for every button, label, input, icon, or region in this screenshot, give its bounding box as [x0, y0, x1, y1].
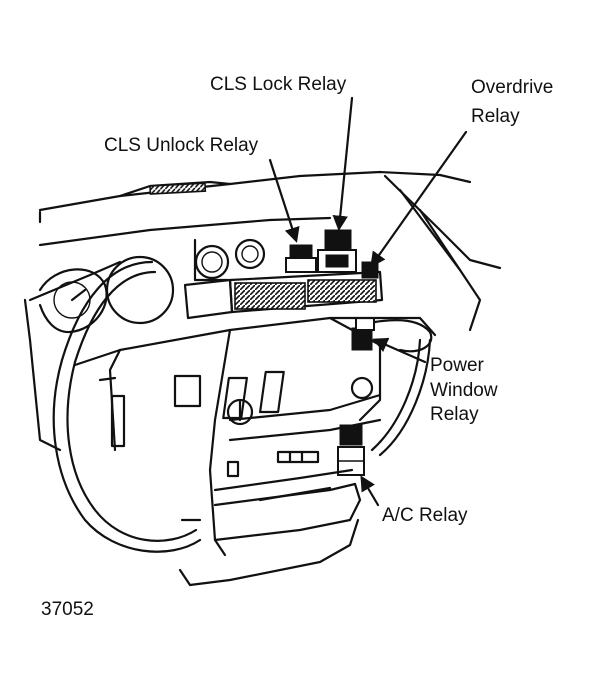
cls-lock-relay-shape: [317, 229, 357, 273]
console-side-trim: [370, 319, 433, 457]
leader-lines: [268, 96, 468, 507]
cls-unlock-relay-shape: [285, 244, 317, 273]
center-console: [73, 316, 437, 587]
power-window-relay-shape: [351, 317, 375, 351]
figure-number: 37052: [41, 599, 94, 620]
ac-relay-label: A/C Relay: [382, 505, 468, 526]
overdrive-relay-shape: [361, 261, 379, 279]
cls-lock-relay-label: CLS Lock Relay: [210, 74, 347, 95]
cls-unlock-relay-label: CLS Unlock Relay: [104, 135, 259, 156]
power-window-relay-label-line3: Relay: [430, 404, 479, 425]
overdrive-relay-label-line1: Overdrive: [471, 77, 554, 98]
relay-panel: [183, 270, 384, 320]
power-window-relay-label-line1: Power: [430, 355, 484, 376]
ac-relay-shape: [337, 424, 365, 476]
dashboard-outline: [23, 170, 502, 452]
power-window-relay-label-line2: Window: [430, 380, 498, 401]
steering-wheel: [52, 260, 202, 553]
overdrive-relay-label-line2: Relay: [471, 106, 520, 127]
